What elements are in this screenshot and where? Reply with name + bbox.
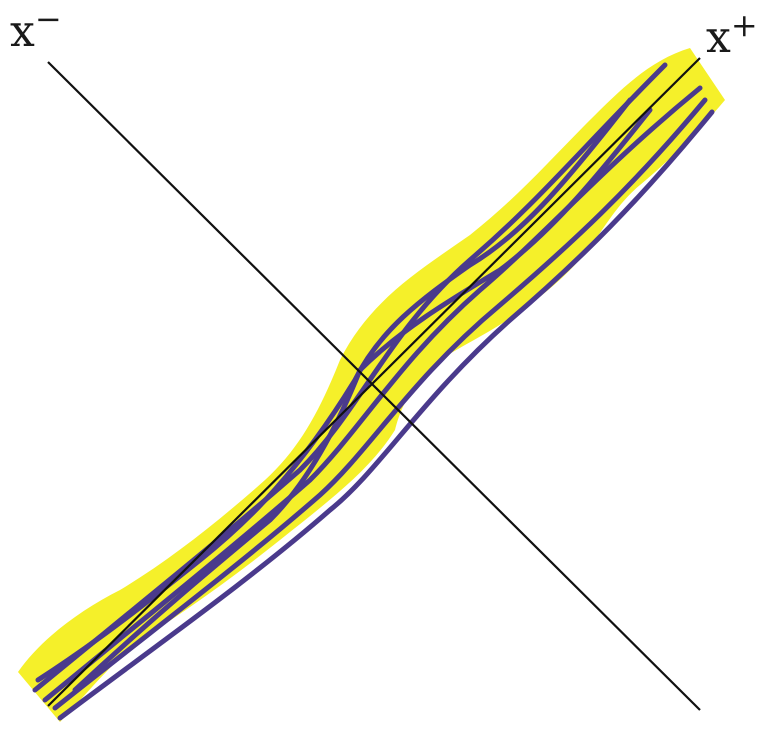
- x-plus-label-sup: +: [731, 6, 758, 44]
- x-minus-label: x−: [10, 0, 62, 57]
- x-minus-label-sup: −: [35, 0, 62, 38]
- string-bundle: [32, 62, 715, 721]
- x-plus-label: x+: [706, 6, 758, 63]
- string-3: [52, 97, 708, 711]
- string-6: [72, 107, 653, 693]
- string-5: [57, 109, 715, 721]
- x-plus-label-base: x: [706, 12, 731, 63]
- x-minus-axis-line: [47, 61, 701, 711]
- x-plus-axis-line: [47, 57, 701, 707]
- x-minus-label-base: x: [10, 6, 35, 57]
